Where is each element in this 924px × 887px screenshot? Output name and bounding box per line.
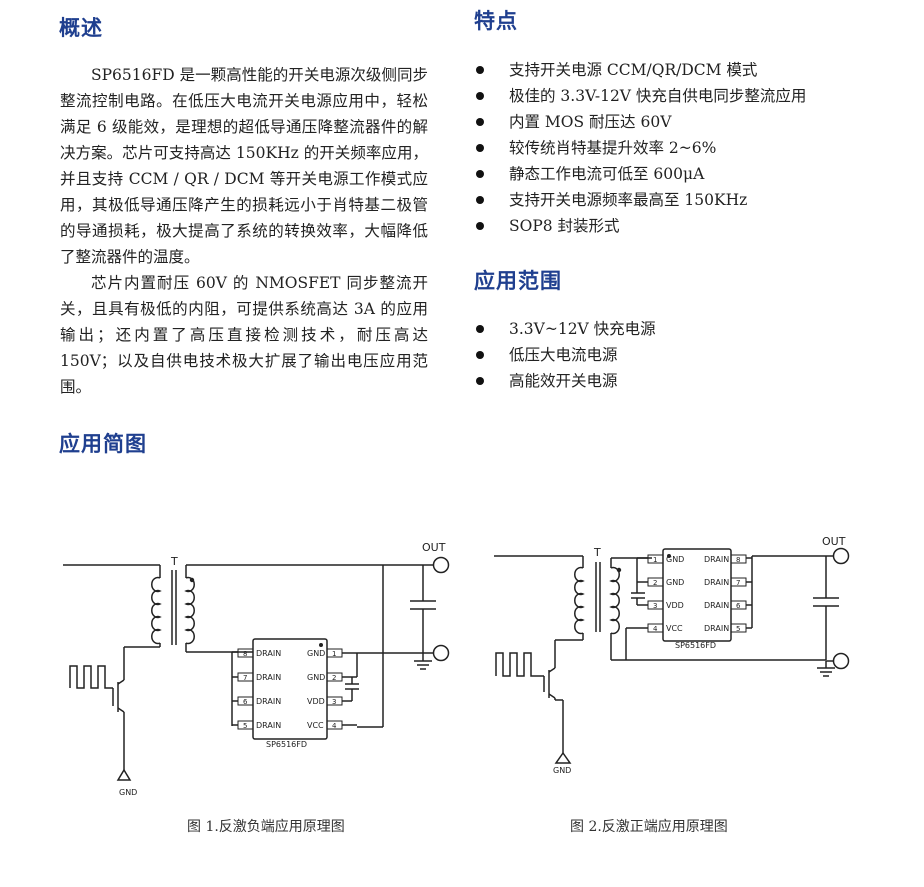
pin-name: DRAIN [704, 624, 729, 633]
features-heading: 特点 [474, 9, 518, 33]
pin-name: VDD [307, 697, 325, 706]
feature-item: 支持开关电源 CCM/QR/DCM 模式 [476, 57, 806, 83]
feature-item: 支持开关电源频率最高至 150KHz [476, 187, 806, 213]
features-list: 支持开关电源 CCM/QR/DCM 模式 极佳的 3.3V-12V 快充自供电同… [476, 57, 806, 239]
chip-label: SP6516FD [675, 641, 716, 650]
pwm-signal [69, 665, 113, 689]
figure-2-caption: 图 2.反激正端应用原理图 [570, 819, 728, 835]
bullet-icon [476, 66, 484, 74]
application-item: 低压大电流电源 [476, 342, 656, 368]
out-label: OUT [422, 541, 446, 554]
bullet-icon [476, 118, 484, 126]
figure-2-schematic: T GND [494, 535, 850, 775]
pin-number: 1 [332, 650, 336, 658]
bullet-icon [476, 144, 484, 152]
bullet-icon [476, 92, 484, 100]
figure-1-schematic: T GND [63, 541, 450, 797]
pwm-signal [495, 652, 544, 677]
chip-body [662, 548, 732, 642]
application-item: 高能效开关电源 [476, 368, 656, 394]
pin-name: DRAIN [704, 555, 729, 564]
pin-name: GND [666, 578, 684, 587]
pin-name: VDD [666, 601, 684, 610]
overview-heading: 概述 [59, 16, 103, 40]
pin-number: 8 [243, 650, 247, 658]
pin-number: 2 [332, 674, 336, 682]
bullet-icon [476, 222, 484, 230]
pin-name: VCC [307, 721, 324, 730]
bullet-icon [476, 196, 484, 204]
pin-number: 7 [736, 579, 740, 587]
bullet-icon [476, 377, 484, 385]
applications-heading: 应用范围 [474, 269, 562, 293]
gnd-label: GND [119, 788, 137, 797]
pin-number: 2 [653, 579, 657, 587]
pin-name: GND [666, 555, 684, 564]
feature-item: 较传统肖特基提升效率 2~6% [476, 135, 806, 161]
pin-number: 6 [736, 602, 741, 610]
pin-name: DRAIN [256, 721, 281, 730]
feature-item: 静态工作电流可低至 600μA [476, 161, 806, 187]
primary-winding [574, 566, 585, 635]
figure-1-caption: 图 1.反激负端应用原理图 [187, 819, 345, 835]
pin-number: 4 [332, 722, 337, 730]
overview-paragraph-2: 芯片内置耐压 60V 的 NMOSFET 同步整流开关，且具有极低的内阻，可提供… [60, 274, 428, 396]
bullet-icon [476, 170, 484, 178]
pin-name: VCC [666, 624, 683, 633]
secondary-winding [184, 576, 195, 645]
bullet-icon [476, 351, 484, 359]
bullet-icon [476, 325, 484, 333]
feature-item: SOP8 封装形式 [476, 213, 806, 239]
pin-number: 1 [653, 556, 657, 564]
out-label: OUT [822, 535, 846, 548]
application-item: 3.3V~12V 快充电源 [476, 316, 656, 342]
pin-name: DRAIN [256, 697, 281, 706]
secondary-winding [609, 566, 620, 635]
chip-body [252, 638, 328, 740]
applications-list: 3.3V~12V 快充电源 低压大电流电源 高能效开关电源 [476, 316, 656, 394]
pin-name: DRAIN [256, 673, 281, 682]
pin-number: 5 [736, 625, 740, 633]
transformer-label: T [170, 555, 178, 568]
pin-number: 4 [653, 625, 658, 633]
pin-number: 7 [243, 674, 247, 682]
pin-name: DRAIN [704, 601, 729, 610]
pin-name: DRAIN [704, 578, 729, 587]
gnd-label: GND [553, 766, 571, 775]
pin-number: 3 [653, 602, 657, 610]
feature-item: 极佳的 3.3V-12V 快充自供电同步整流应用 [476, 83, 806, 109]
pin-number: 6 [243, 698, 248, 706]
pin-number: 5 [243, 722, 247, 730]
transformer-label: T [593, 546, 601, 559]
feature-item: 内置 MOS 耐压达 60V [476, 109, 806, 135]
primary-winding [151, 576, 162, 645]
pin-name: GND [307, 673, 325, 682]
pin-name: DRAIN [256, 649, 281, 658]
diagram-heading: 应用简图 [59, 432, 147, 456]
pin-number: 8 [736, 556, 740, 564]
pin-name: GND [307, 649, 325, 658]
pin-number: 3 [332, 698, 336, 706]
overview-paragraph-1: SP6516FD 是一颗高性能的开关电源次级侧同步整流控制电路。在低压大电流开关… [60, 66, 428, 266]
chip-label: SP6516FD [266, 740, 307, 749]
